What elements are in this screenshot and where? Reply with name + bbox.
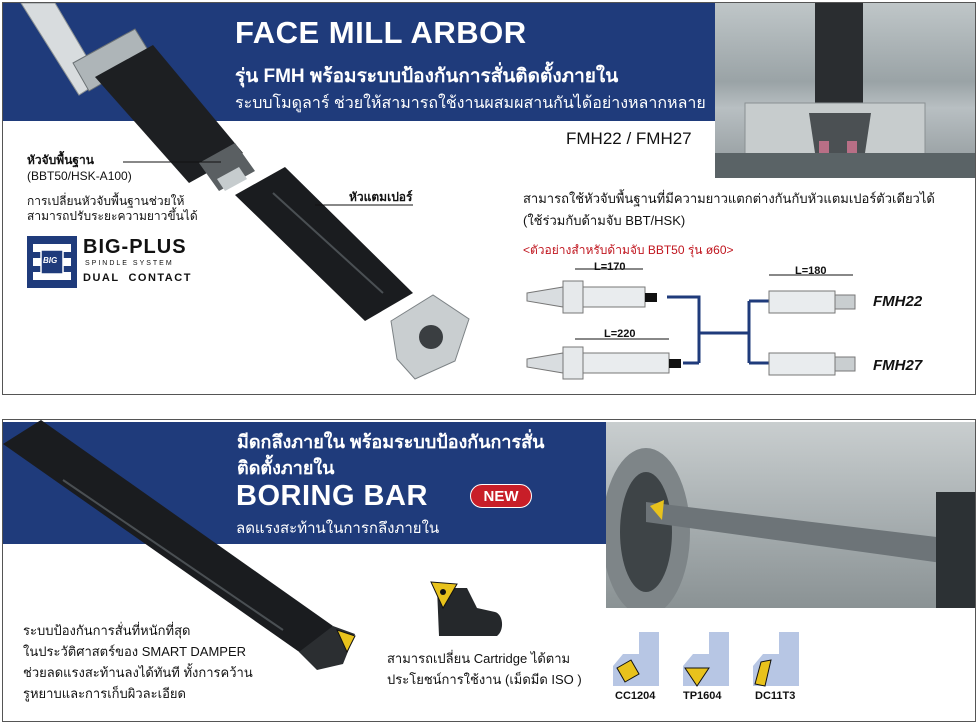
base-holder-desc-2: สามารถปรับระยะความยาวขึ้นได้ [27, 209, 198, 223]
base-holder-220-flange [562, 346, 584, 380]
damper-line-3: ช่วยลดแรงสะท้านลงได้ทันที ทั้งการคว้าน [23, 665, 253, 680]
insert-dc11t3-label: DC11T3 [755, 690, 796, 702]
boring-bar-illustration [3, 420, 356, 670]
damper-description: ระบบป้องกันการสั่นที่หนักที่สุด ในประวัต… [23, 620, 253, 704]
damper-line-2: ในประวัติศาสตร์ของ SMART DAMPER [23, 644, 247, 659]
boring-bar-insert [336, 629, 356, 654]
face-mill-photo-art [715, 3, 975, 178]
base-holder-170-body [582, 286, 646, 308]
modular-diagram [526, 268, 856, 380]
compat-line-1: สามารถใช้หัวจับพื้นฐานที่มีความยาวแตกต่า… [523, 191, 935, 206]
fmh22-label: FMH22 [873, 293, 923, 310]
base-holder-models: (BBT50/HSK-A100) [27, 169, 132, 183]
base-holder-title: หัวจับพื้นฐาน [27, 153, 94, 167]
base-holder-220-body [582, 352, 670, 374]
insert-cc1204 [613, 632, 659, 686]
base-holder-170-flange [562, 280, 584, 314]
cartridge-line-1: สามารถเปลี่ยน Cartridge ได้ตาม [387, 651, 571, 666]
modular-connector [667, 295, 769, 365]
new-badge: NEW [470, 484, 532, 508]
base-holder-desc-1: การเปลี่ยนหัวจับพื้นฐานช่วยให้ [27, 194, 185, 208]
cartridge-image [430, 581, 503, 636]
face-mill-arbor-panel: FACE MILL ARBOR รุ่น FMH พร้อมระบบป้องกั… [2, 2, 976, 395]
insert-cc1204-label: CC1204 [615, 690, 656, 702]
face-mill-photo [715, 3, 975, 178]
cartridge-description: สามารถเปลี่ยน Cartridge ได้ตาม ประโยชน์ก… [387, 648, 582, 690]
cartridge-line-2: ประโยชน์การใช้งาน (เม็ดมีด ISO ) [387, 672, 582, 687]
insert-tp1604 [683, 632, 729, 687]
fmh27-label: FMH27 [873, 357, 923, 374]
big-plus-contact: DUAL CONTACT [83, 272, 192, 284]
face-mill-subtitle-1: รุ่น FMH พร้อมระบบป้องกันการสั่นติดตั้งภ… [235, 66, 619, 87]
boring-bar-thai-line-2: ติดตั้งภายใน [237, 458, 335, 478]
base-holder-170-taper [526, 286, 564, 308]
base-holder-220-taper [526, 352, 564, 374]
dim-170: L=170 [594, 261, 626, 273]
boring-bar-shank [3, 420, 333, 656]
boring-bar-subtitle: ลดแรงสะท้านในการกลึงภายใน [236, 520, 440, 537]
model-codes: FMH22 / FMH27 [566, 129, 692, 148]
insert-tp1604-label: TP1604 [683, 690, 722, 702]
arbor-thread [199, 143, 255, 191]
base-holder-leader [123, 161, 221, 163]
boring-bar-photo [606, 422, 975, 608]
dim-220: L=220 [604, 328, 636, 340]
taper-head-label: หัวแตมเปอร์ [349, 190, 413, 204]
damper-line-1: ระบบป้องกันการสั่นที่หนักที่สุด [23, 623, 191, 638]
taper-head-fmh27 [768, 352, 836, 376]
taper-head-fmh22 [768, 290, 836, 314]
big-plus-logo: BIG BIG-PLUS SPINDLE SYSTEM DUAL CONTACT [27, 236, 199, 288]
boring-bar-photo-art [606, 448, 975, 608]
taper-head-leader [315, 204, 413, 206]
damper-line-4: รูหยาบและการเก็บผิวละเอียด [23, 686, 186, 701]
arbor-shank [95, 45, 243, 183]
boring-bar-panel: มีดกลึงภายใน พร้อมระบบป้องกันการสั่น ติด… [2, 419, 976, 722]
taper-head-body [235, 167, 413, 321]
example-label: <ตัวอย่างสำหรับด้ามจับ BBT50 รุ่น ø60> [523, 243, 734, 257]
boring-bar-title: BORING BAR [236, 480, 428, 512]
arbor-illustration [20, 3, 470, 380]
insert-dc11t3 [753, 632, 799, 687]
face-mill-subtitle-2: ระบบโมดูลาร์ ช่วยให้สามารถใช้งานผสมผสานก… [235, 95, 706, 112]
big-plus-mark: BIG [43, 256, 58, 265]
boring-bar-thai-line-1: มีดกลึงภายใน พร้อมระบบป้องกันการสั่น [237, 432, 545, 452]
dim-180: L=180 [795, 265, 827, 277]
big-plus-tagline: SPINDLE SYSTEM [85, 260, 174, 267]
compat-line-2: (ใช้ร่วมกับด้ามจับ BBT/HSK) [523, 213, 686, 228]
boring-bar-thai-title: มีดกลึงภายใน พร้อมระบบป้องกันการสั่น ติด… [237, 429, 544, 481]
page-title: FACE MILL ARBOR [235, 15, 527, 50]
big-plus-brand: BIG-PLUS [83, 236, 187, 258]
